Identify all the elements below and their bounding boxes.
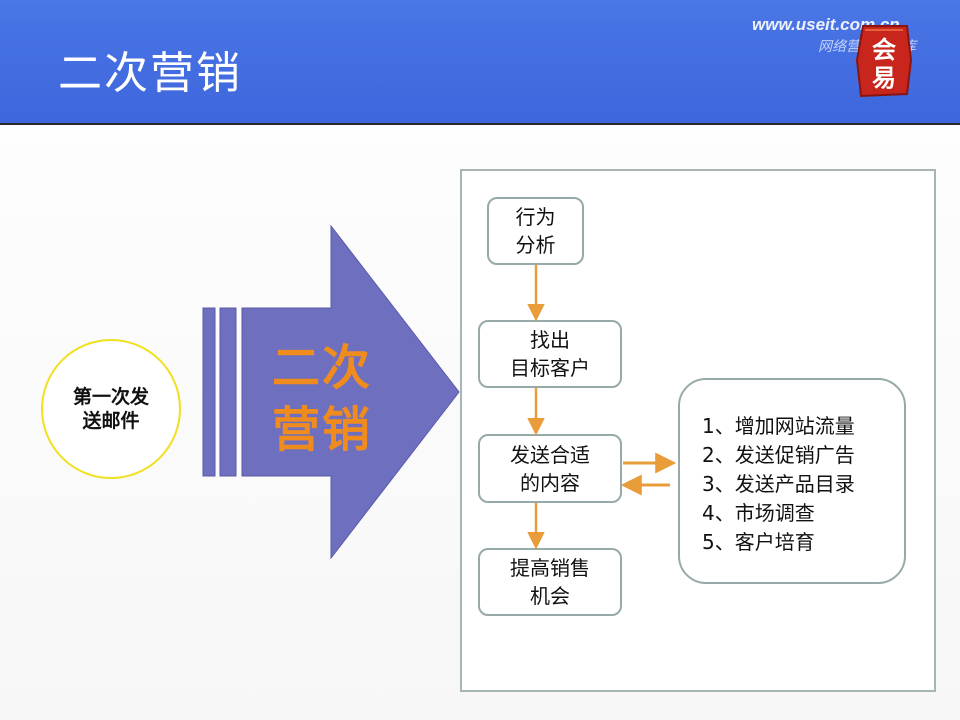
step3-line2: 的内容 bbox=[520, 470, 580, 495]
slide-title: 二次营销 bbox=[58, 48, 242, 99]
step2-line1: 找出 bbox=[530, 328, 570, 352]
arrow-stripe-1 bbox=[202, 307, 216, 477]
arrow-stripe-2 bbox=[219, 307, 237, 477]
step1-line1: 行为 bbox=[515, 205, 556, 229]
first-email-circle: 第一次发送邮件 bbox=[41, 339, 181, 479]
list-item: 4、市场调查 bbox=[702, 501, 815, 525]
first-email-label: 第一次发送邮件 bbox=[72, 386, 149, 432]
list-item: 1、增加网站流量 bbox=[702, 414, 855, 438]
step-behavior-analysis: 行为 分析 bbox=[487, 197, 584, 265]
list-item: 2、发送促销广告 bbox=[702, 443, 855, 467]
title-bar: 二次营销 www.useit.com.cn 网络营销知识库 会 易 bbox=[0, 0, 960, 125]
step-increase-sales: 提高销售 机会 bbox=[478, 548, 622, 616]
step4-line2: 机会 bbox=[530, 584, 570, 608]
step2-line2: 目标客户 bbox=[510, 356, 590, 380]
arrow-label-line2: 营销 bbox=[271, 402, 372, 458]
step-send-content: 发送合适 的内容 bbox=[478, 434, 622, 503]
logo-char-2: 易 bbox=[872, 63, 896, 92]
list-item: 3、发送产品目录 bbox=[702, 472, 855, 496]
step1-line2: 分析 bbox=[515, 233, 556, 257]
arrow-label-line1: 二次 bbox=[271, 340, 372, 396]
content-list: 1、增加网站流量 2、发送促销广告 3、发送产品目录 4、市场调查 5、客户培育 bbox=[702, 412, 855, 557]
list-item: 5、客户培育 bbox=[702, 530, 815, 554]
step3-line1: 发送合适 bbox=[510, 442, 590, 467]
logo-char-1: 会 bbox=[872, 35, 896, 64]
brand-logo: 会 易 bbox=[855, 25, 913, 98]
step4-line1: 提高销售 bbox=[510, 556, 590, 580]
arrow-body bbox=[241, 224, 460, 560]
step-find-target: 找出 目标客户 bbox=[478, 320, 622, 388]
content-list-box: 1、增加网站流量 2、发送促销广告 3、发送产品目录 4、市场调查 5、客户培育 bbox=[678, 378, 906, 584]
